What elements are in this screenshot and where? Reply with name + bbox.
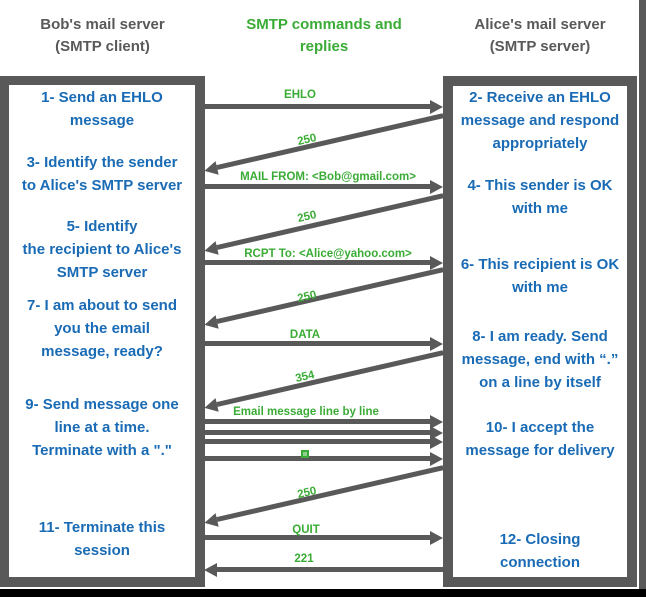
label-ehlo: EHLO [284, 89, 316, 101]
right-edge-strip [639, 0, 646, 590]
client-box: 1- Send an EHLO message 3- Identify the … [0, 76, 205, 587]
client-step-3: 3- Identify the sender to Alice's SMTP s… [21, 154, 183, 194]
client-step-5: 5- Identify the recipient to Alice's SMT… [22, 218, 182, 281]
arrow-dot-line [204, 456, 430, 461]
label-mail-from: MAIL FROM: <Bob@gmail.com> [240, 171, 416, 183]
client-step-11: 11- Terminate this session [38, 519, 166, 559]
server-box: 2- Receive an EHLO message and respond a… [443, 76, 637, 587]
arrow-reply-250-1 [216, 113, 444, 170]
arrow-msg-line-1 [204, 419, 430, 424]
arrow-quit [204, 535, 430, 540]
server-step-8: 8- I am ready. Send message, end with “.… [461, 328, 619, 391]
arrow-msg-line-3 [204, 439, 430, 444]
server-header: Alice's mail server (SMTP server) [474, 16, 606, 55]
label-reply-221: 221 [294, 553, 314, 565]
label-rcpt-to: RCPT To: <Alice@yahoo.com> [244, 248, 412, 260]
arrow-msg-line-2 [204, 430, 430, 435]
label-data: DATA [289, 329, 321, 341]
arrow-reply-250-3 [216, 267, 444, 324]
label-reply-250-3: 250 [296, 289, 318, 305]
arrow-ehlo [204, 104, 430, 109]
server-step-2: 2- Receive an EHLO message and respond a… [460, 89, 620, 152]
client-step-9: 9- Send message one line at a time. Term… [25, 396, 179, 459]
server-step-12: 12- Closing connection [499, 531, 581, 571]
middle-header: SMTP commands and replies [246, 16, 402, 55]
server-step-10: 10- I accept the message for delivery [465, 419, 615, 459]
label-email-lines: Email message line by line [233, 406, 379, 418]
arrow-mail-from [204, 184, 430, 189]
label-quit: QUIT [292, 524, 320, 536]
bottom-bar [0, 589, 646, 597]
client-header: Bob's mail server (SMTP client) [40, 16, 165, 55]
client-step-1: 1- Send an EHLO message [41, 89, 163, 129]
server-step-6: 6- This recipient is OK with me [460, 256, 620, 296]
arrow-reply-250-4 [216, 465, 444, 522]
arrow-reply-221 [217, 567, 443, 572]
server-step-4: 4- This sender is OK with me [467, 177, 613, 217]
arrow-data [204, 341, 430, 346]
client-step-7: 7- I am about to send you the email mess… [26, 297, 177, 360]
arrow-reply-354 [216, 350, 444, 407]
arrow-rcpt-to [204, 260, 430, 265]
dot-terminator-icon [301, 450, 309, 458]
arrow-reply-250-2 [216, 193, 444, 250]
